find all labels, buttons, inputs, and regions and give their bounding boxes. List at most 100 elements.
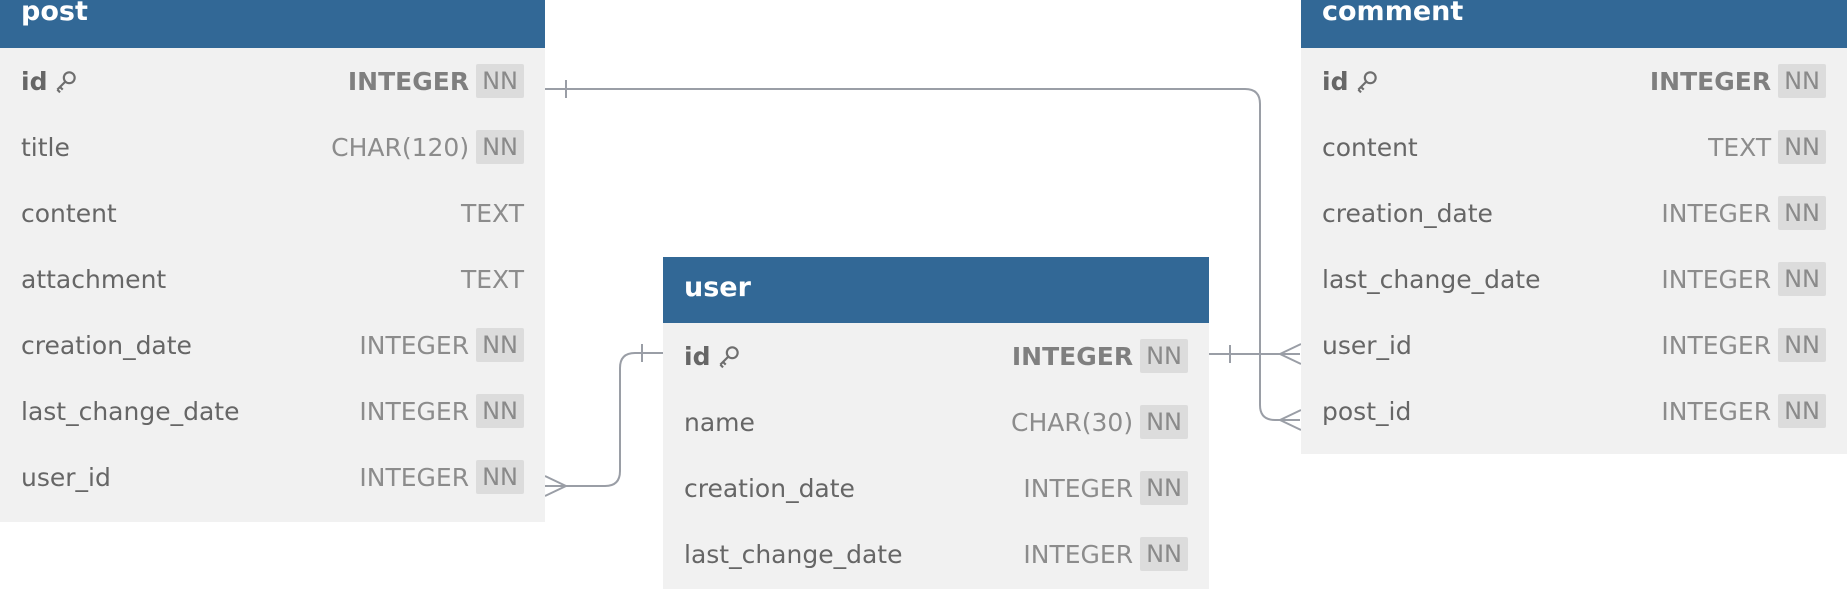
column-name-wrap: last_change_date <box>1322 265 1540 294</box>
column-type: INTEGER <box>1023 539 1134 569</box>
table-header-comment[interactable]: comment <box>1301 0 1847 48</box>
column-name-wrap: content <box>21 199 117 228</box>
not-null-badge: NN <box>1140 537 1188 571</box>
column-name: content <box>21 198 117 228</box>
column-name: title <box>21 132 70 162</box>
connector-user-post[interactable] <box>545 352 663 487</box>
column-name: last_change_date <box>1322 264 1541 294</box>
column-type: INTEGER <box>1661 396 1772 426</box>
column-type: CHAR(30) <box>1011 407 1134 437</box>
not-null-badge: NN <box>476 64 524 98</box>
column-row-post-attachment[interactable]: attachment TEXT <box>0 246 545 312</box>
column-name-wrap: user_id <box>1322 331 1412 360</box>
column-type-wrap: TEXT <box>461 265 524 294</box>
column-name-wrap: creation_date <box>1322 199 1493 228</box>
not-null-badge: NN <box>1778 196 1826 230</box>
column-type: TEXT <box>1708 132 1772 162</box>
many-marker-post-user-id <box>544 475 567 497</box>
column-type: INTEGER <box>359 462 470 492</box>
column-name: last_change_date <box>684 539 903 569</box>
column-type: INTEGER <box>1661 198 1772 228</box>
key-icon <box>53 68 79 94</box>
column-name: id <box>21 66 48 96</box>
column-name: id <box>1322 66 1349 96</box>
column-name: creation_date <box>21 330 192 360</box>
column-name-wrap: attachment <box>21 265 166 294</box>
table-header-post[interactable]: post <box>0 0 545 48</box>
column-name-wrap: id <box>21 67 79 96</box>
column-name: content <box>1322 132 1418 162</box>
key-icon <box>1354 68 1380 94</box>
column-name-wrap: name <box>684 408 755 437</box>
column-name: user_id <box>1322 330 1412 360</box>
column-name-wrap: last_change_date <box>684 540 902 569</box>
not-null-badge: NN <box>1778 394 1826 428</box>
column-row-user-name[interactable]: name CHAR(30)NN <box>663 389 1209 455</box>
column-type: INTEGER <box>359 396 470 426</box>
not-null-badge: NN <box>1778 130 1826 164</box>
column-name-wrap: user_id <box>21 463 111 492</box>
column-name: id <box>684 341 711 371</box>
not-null-badge: NN <box>476 130 524 164</box>
column-name: name <box>684 407 755 437</box>
column-type: INTEGER <box>347 66 470 96</box>
many-marker-comment-post-id <box>1279 409 1302 431</box>
key-icon <box>716 343 742 369</box>
table-header-user[interactable]: user <box>663 257 1209 323</box>
column-name: creation_date <box>1322 198 1493 228</box>
column-type-wrap: TEXT <box>461 199 524 228</box>
column-type: INTEGER <box>1023 473 1134 503</box>
not-null-badge: NN <box>1140 471 1188 505</box>
not-null-badge: NN <box>476 394 524 428</box>
column-name-wrap: id <box>1322 67 1380 96</box>
column-type: CHAR(120) <box>331 132 470 162</box>
column-name-wrap: title <box>21 133 70 162</box>
not-null-badge: NN <box>1778 328 1826 362</box>
column-name-wrap: post_id <box>1322 397 1411 426</box>
column-type: INTEGER <box>1011 341 1134 371</box>
not-null-badge: NN <box>1140 405 1188 439</box>
not-null-badge: NN <box>1778 64 1826 98</box>
column-row-post-title[interactable]: title CHAR(120)NN <box>0 114 545 180</box>
not-null-badge: NN <box>476 460 524 494</box>
many-marker-comment-user-id <box>1279 343 1302 365</box>
column-row-post-content[interactable]: content TEXT <box>0 180 545 246</box>
column-name-wrap: creation_date <box>21 331 192 360</box>
not-null-badge: NN <box>1140 339 1188 373</box>
column-type: TEXT <box>460 198 524 228</box>
column-name: attachment <box>21 264 167 294</box>
column-name: last_change_date <box>21 396 240 426</box>
column-type: INTEGER <box>359 330 470 360</box>
column-name-wrap: creation_date <box>684 474 855 503</box>
column-type: INTEGER <box>1649 66 1772 96</box>
